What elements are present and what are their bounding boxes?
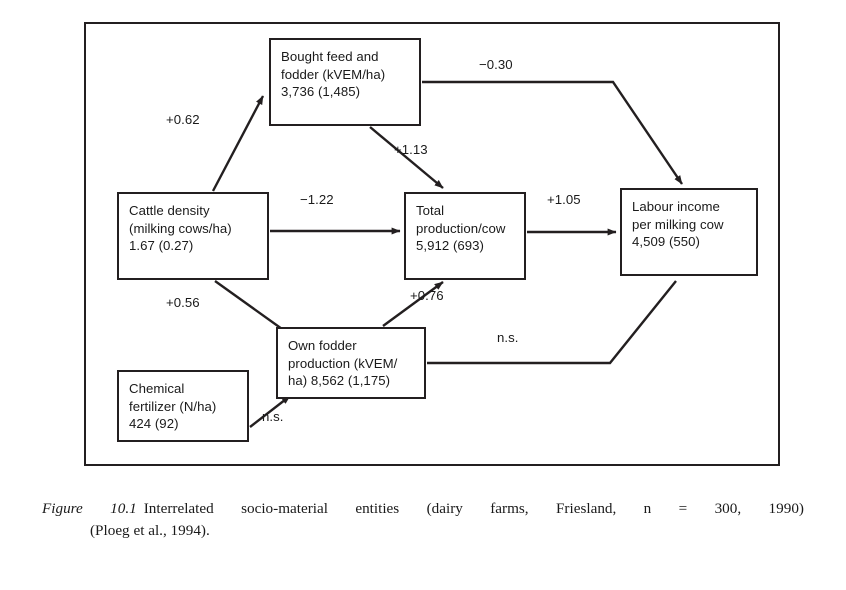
edge-label-cattle-to-own-fodder: +0.56 [166,295,200,310]
edge-label-own-fodder-to-labour-income: n.s. [497,330,519,345]
node-total-production-line3: 5,912 (693) [416,238,485,254]
figure-number: Figure 10.1 [42,500,137,517]
node-bought-feed-line1: Bought feed and [281,49,379,64]
node-own-fodder: Own fodder production (kVEM/ ha) 8,562 (… [276,327,426,399]
node-total-production-line2: production/cow [416,220,506,236]
node-chemical-fertilizer-line1: Chemical [129,381,185,396]
figure-caption-line1: Figure 10.1 Interrelated socio-material e… [42,498,804,520]
node-chemical-fertilizer-line2: fertilizer (N/ha) [129,398,217,414]
edge-label-bought-feed-to-total-production: +1.13 [394,142,428,157]
node-own-fodder-line1: Own fodder [288,338,357,353]
edge-label-cattle-to-total-production: −1.22 [300,192,334,207]
node-labour-income: Labour income per milking cow 4,509 (550… [620,188,758,276]
node-own-fodder-line3: ha) 8,562 (1,175) [288,373,391,389]
node-total-production: Total production/cow 5,912 (693) [404,192,526,280]
node-total-production-line1: Total [416,203,445,218]
node-chemical-fertilizer-line3: 424 (92) [129,416,179,432]
edge-label-total-production-to-labour-income: +1.05 [547,192,581,207]
node-bought-feed-line2: fodder (kVEM/ha) [281,66,386,82]
node-bought-feed: Bought feed and fodder (kVEM/ha) 3,736 (… [269,38,421,126]
edge-label-fertilizer-to-own-fodder: n.s. [262,409,284,424]
node-labour-income-line3: 4,509 (550) [632,234,701,250]
figure-caption-line2: (Ploeg et al., 1994). [90,521,210,539]
figure-caption-text1: Interrelated socio-material entities (da… [143,500,804,517]
node-cattle-density-line1: Cattle density [129,203,210,218]
figure-caption: Figure 10.1 Interrelated socio-material e… [42,498,804,541]
node-cattle-density: Cattle density (milking cows/ha) 1.67 (0… [117,192,269,280]
node-labour-income-line1: Labour income [632,199,720,214]
edge-label-own-fodder-to-total-production: +0.76 [410,288,444,303]
node-labour-income-line2: per milking cow [632,216,724,232]
node-bought-feed-line3: 3,736 (1,485) [281,84,361,100]
node-own-fodder-line2: production (kVEM/ [288,355,398,371]
edge-label-bought-feed-to-labour-income: −0.30 [479,57,513,72]
node-chemical-fertilizer: Chemical fertilizer (N/ha) 424 (92) [117,370,249,442]
node-cattle-density-line3: 1.67 (0.27) [129,238,194,254]
edge-label-cattle-to-bought-feed: +0.62 [166,112,200,127]
node-cattle-density-line2: (milking cows/ha) [129,220,232,236]
